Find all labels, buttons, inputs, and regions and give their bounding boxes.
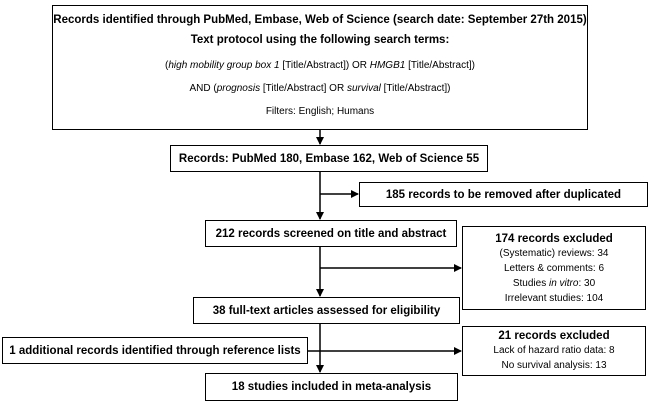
search-query-line-2: AND (prognosis [Title/Abstract] OR survi… [189, 77, 450, 100]
additional-records-box: 1 additional records identified through … [2, 337, 308, 364]
fulltext-text: 38 full-text articles assessed for eligi… [212, 304, 441, 317]
exclusion-reason: (Systematic) reviews: 34 [499, 247, 609, 259]
records-box: Records: PubMed 180, Embase 162, Web of … [170, 145, 488, 172]
reason-text: Studies [512, 277, 549, 289]
exclusion-reason: No survival analysis: 13 [501, 359, 607, 371]
search-filters: Filters: English; Humans [265, 106, 375, 117]
exclusion-reason: Irrelevant studies: 104 [504, 292, 604, 304]
exclusion-reason: Letters & comments: 6 [503, 262, 605, 274]
query-text: ( [165, 60, 169, 71]
screened-box: 212 records screened on title and abstra… [205, 220, 457, 247]
records-text: Records: PubMed 180, Embase 162, Web of … [178, 152, 480, 165]
exclusion-reason: Lack of hazard ratio data: 8 [493, 344, 615, 356]
identification-box: Records identified through PubMed, Embas… [52, 5, 588, 130]
reason-term: in vitro [549, 277, 579, 289]
included-text: 18 studies included in meta-analysis [231, 381, 432, 393]
excluded-screening-box: 174 records excluded (Systematic) review… [462, 226, 646, 310]
identification-title: Records identified through PubMed, Embas… [53, 14, 587, 26]
excluded-fulltext-title: 21 records excluded [498, 329, 610, 342]
reason-text: : 30 [578, 277, 596, 289]
query-term: survival [346, 83, 381, 94]
query-term: prognosis [216, 83, 261, 94]
screened-text: 212 records screened on title and abstra… [215, 227, 447, 240]
query-term: HMGB1 [369, 60, 406, 71]
additional-text: 1 additional records identified through … [9, 344, 301, 357]
query-text: [Title/Abstract]) OR [279, 60, 370, 71]
query-text: [Title/Abstract]) [380, 83, 451, 94]
excluded-screening-title: 174 records excluded [495, 232, 613, 245]
included-box: 18 studies included in meta-analysis [205, 373, 458, 401]
protocol-heading: Text protocol using the following search… [190, 34, 450, 46]
fulltext-box: 38 full-text articles assessed for eligi… [193, 297, 460, 324]
query-text: [Title/Abstract]) [405, 60, 475, 71]
query-text: [Title/Abstract] OR [260, 83, 347, 94]
duplicates-text: 185 records to be removed after duplicat… [385, 188, 622, 201]
query-term: high mobility group box 1 [168, 60, 280, 71]
query-text: AND ( [189, 83, 217, 94]
excluded-fulltext-box: 21 records excluded Lack of hazard ratio… [462, 326, 646, 376]
search-query-line-1: (high mobility group box 1 [Title/Abstra… [165, 54, 475, 77]
exclusion-reason-in-vitro: Studies in vitro: 30 [513, 276, 595, 291]
duplicates-box: 185 records to be removed after duplicat… [359, 182, 648, 207]
